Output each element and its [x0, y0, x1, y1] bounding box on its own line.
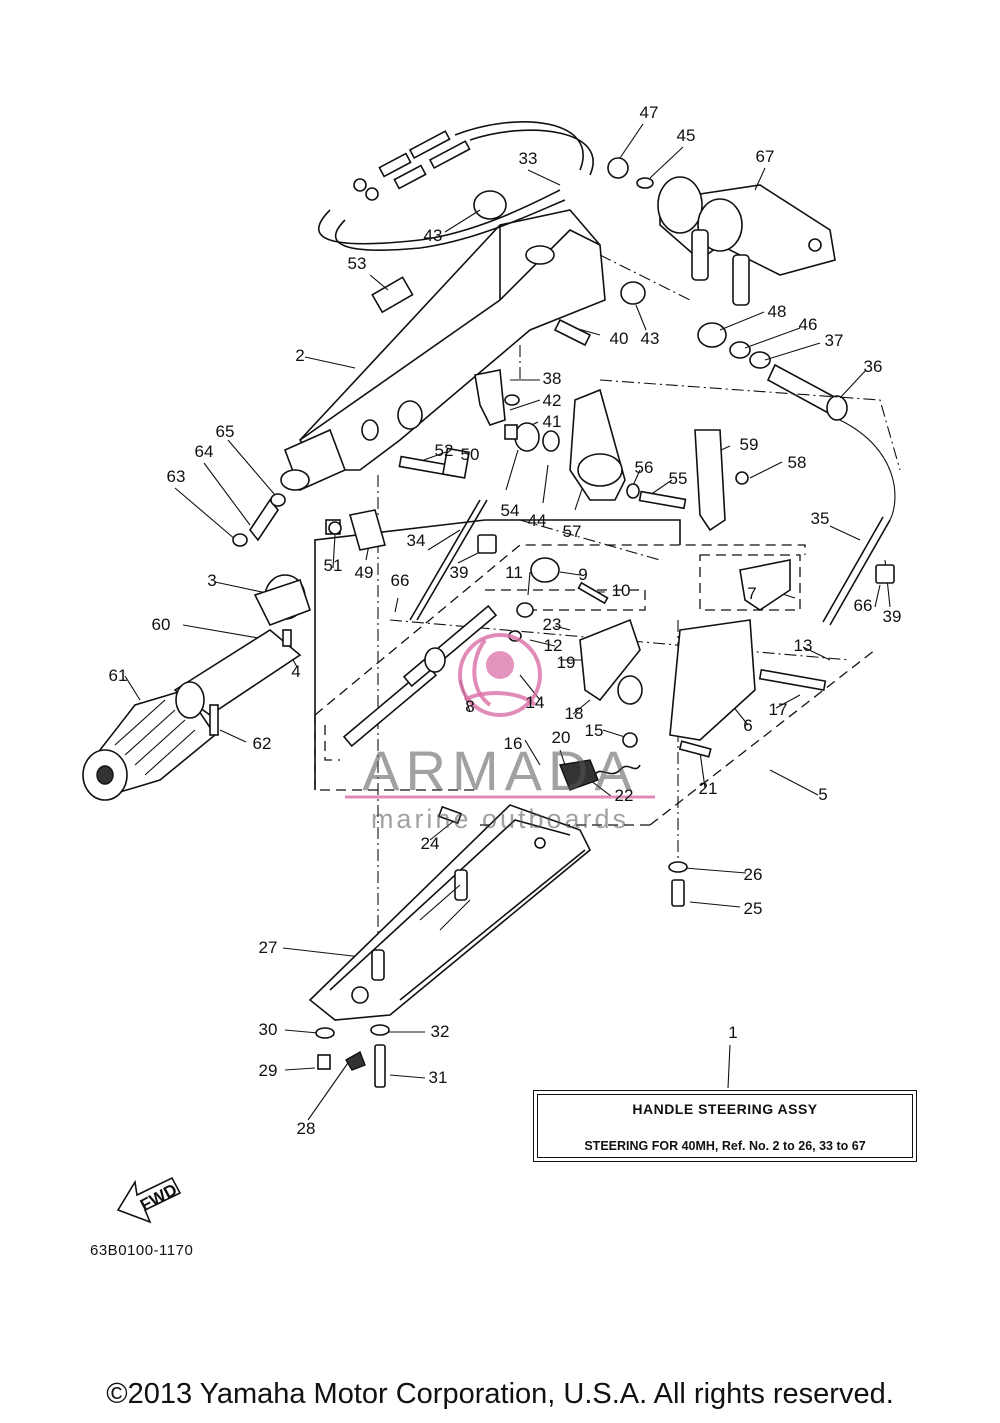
part-number-15: 15	[585, 721, 604, 740]
part-number-67: 67	[756, 147, 775, 166]
part-number-46: 46	[799, 315, 818, 334]
part-number-41: 41	[543, 412, 562, 431]
part-number-17: 17	[769, 700, 788, 719]
part-number-27: 27	[259, 938, 278, 957]
part-number-66: 66	[854, 596, 873, 615]
watermark-brand: ARMADA	[362, 739, 638, 802]
part-number-22: 22	[615, 786, 634, 805]
part-number-30: 30	[259, 1020, 278, 1039]
fwd-arrow: FWD	[116, 1176, 182, 1224]
part-number-60: 60	[152, 615, 171, 634]
part-number-53: 53	[348, 254, 367, 273]
part-number-42: 42	[543, 391, 562, 410]
watermark-tagline: marine outboards	[371, 804, 629, 834]
part-number-57: 57	[563, 522, 582, 541]
info-box: HANDLE STEERING ASSY STEERING FOR 40MH, …	[533, 1090, 917, 1162]
part-number-59: 59	[740, 435, 759, 454]
part-number-19: 19	[557, 653, 576, 672]
part-number-44: 44	[528, 511, 547, 530]
part-number-29: 29	[259, 1061, 278, 1080]
info-box-title: HANDLE STEERING ASSY	[632, 1101, 818, 1117]
part-number-26: 26	[744, 865, 763, 884]
part-number-36: 36	[864, 357, 883, 376]
part-number-39: 39	[450, 563, 469, 582]
part-number-64: 64	[195, 442, 214, 461]
part-number-35: 35	[811, 509, 830, 528]
watermark: ARMADA marine outboards	[345, 633, 655, 834]
part-number-38: 38	[543, 369, 562, 388]
part-number-37: 37	[825, 331, 844, 350]
part-number-50: 50	[461, 445, 480, 464]
part-number-43: 43	[424, 226, 443, 245]
part-number-32: 32	[431, 1022, 450, 1041]
pivot-hardware	[371, 157, 848, 421]
part-number-2: 2	[295, 346, 304, 365]
part-number-40: 40	[610, 329, 629, 348]
throttle-grip	[82, 574, 312, 801]
part-number-56: 56	[635, 458, 654, 477]
part-number-4: 4	[291, 662, 300, 681]
part-number-45: 45	[677, 126, 696, 145]
part-number-28: 28	[297, 1119, 316, 1138]
part-number-52: 52	[435, 441, 454, 460]
part-number-66: 66	[391, 571, 410, 590]
part-number-43: 43	[641, 329, 660, 348]
part-number-58: 58	[788, 453, 807, 472]
part-number-34: 34	[407, 531, 426, 550]
part-number-8: 8	[465, 697, 474, 716]
part-number-20: 20	[552, 728, 571, 747]
part-number-14: 14	[526, 693, 545, 712]
part-number-61: 61	[109, 666, 128, 685]
bottom-hardware	[315, 861, 688, 1088]
part-number-13: 13	[794, 636, 813, 655]
part-number-16: 16	[504, 734, 523, 753]
throttle-cable-assembly	[318, 121, 594, 251]
part-number-1: 1	[728, 1023, 737, 1042]
pivot-bracket	[657, 176, 836, 306]
part-number-5: 5	[818, 785, 827, 804]
leader-lines	[124, 123, 901, 1121]
part-number-10: 10	[612, 581, 631, 600]
part-number-62: 62	[253, 734, 272, 753]
part-number-18: 18	[565, 704, 584, 723]
part-number-65: 65	[216, 422, 235, 441]
diagram-code: 63B0100-1170	[90, 1242, 194, 1259]
left-hardware	[232, 493, 342, 547]
info-box-subtitle: STEERING FOR 40MH, Ref. No. 2 to 26, 33 …	[584, 1139, 866, 1153]
part-number-21: 21	[699, 779, 718, 798]
steering-handle-arm	[280, 209, 606, 492]
part-number-48: 48	[768, 302, 787, 321]
throttle-mechanism	[325, 369, 749, 551]
friction-assembly	[342, 557, 827, 825]
part-number-23: 23	[543, 615, 562, 634]
part-number-7: 7	[747, 584, 756, 603]
part-number-55: 55	[669, 469, 688, 488]
part-number-6: 6	[743, 716, 752, 735]
copyright-notice: ©2013 Yamaha Motor Corporation, U.S.A. A…	[106, 1378, 894, 1410]
part-number-39: 39	[883, 607, 902, 626]
part-number-25: 25	[744, 899, 763, 918]
part-number-63: 63	[167, 467, 186, 486]
part-number-54: 54	[501, 501, 520, 520]
part-number-12: 12	[544, 636, 563, 655]
part-number-9: 9	[578, 565, 587, 584]
part-number-24: 24	[421, 834, 440, 853]
part-number-33: 33	[519, 149, 538, 168]
part-number-47: 47	[640, 103, 659, 122]
part-number-51: 51	[324, 556, 343, 575]
part-number-3: 3	[207, 571, 216, 590]
part-number-31: 31	[429, 1068, 448, 1087]
part-number-11: 11	[505, 563, 523, 582]
part-number-49: 49	[355, 563, 374, 582]
link-rods	[409, 419, 896, 626]
bottom-bracket	[308, 804, 592, 1021]
